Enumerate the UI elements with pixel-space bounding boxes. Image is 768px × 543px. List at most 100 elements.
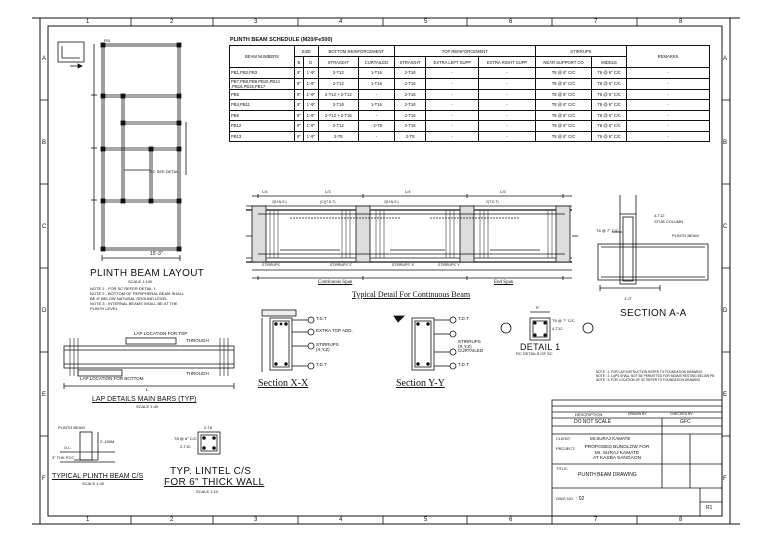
col-remarks: REMARKS [626,45,710,68]
grid-col-1: 1 [86,19,90,25]
grid-col-8: 8 [679,19,683,25]
layout-note-1: NOTE 1 - FOR SC REFER DETAIL 1 [90,286,156,291]
table-cell-straight: 2-T12 + 2-T16 [317,109,360,121]
beam-label-stirrups-y: STIRRUPS 'Y' [438,263,461,267]
table-cell-curtailed: - 2-T8 [358,120,395,132]
lap-details [63,337,235,389]
lap-title: LAP DETAILS MAIN BARS (TYP) [92,396,197,403]
sec-xx-label-4: T.D.T [316,362,327,367]
table-cell-middle: T8 @ 6" C/C [591,120,627,132]
table-cell-straight: 2-T12 [317,77,360,90]
table-cell-d: 1'-9" [302,77,319,90]
layout-scale: SCALE 1:100 [128,279,153,284]
tb-client: Mr.SURAJ KAMATE [590,436,631,441]
col-curtailed: CURTAILED [358,56,395,68]
tb-project: PROPOSED BUNGLOW FOR Mr. SURAJ KAMATE AT… [584,445,650,462]
layout-sc-label: SC SEE DETAIL [150,169,180,174]
sec-xx-label-1: T.D.T [316,316,327,321]
tb-rev-drawn: DRAWN BY [628,412,647,416]
table-cell-right: - [478,130,536,142]
detail1-sub: RC DETAILS OF SC [516,351,553,356]
col-extra-right: EXTRA RIGHT SUPP [478,56,536,68]
sec-aa-title: SECTION A-A [620,308,687,319]
sec-aa-t8: T8 @ 7" C/C [596,228,619,233]
lintel-t8: 2-T8 [204,425,213,430]
continuous-beam-detail [246,194,578,280]
sec-yy-label-1: T.D.T [458,316,469,321]
grid-col-4-bottom: 4 [339,517,343,523]
table-cell-middle: T8 @ 6" C/C [591,130,627,142]
group-top: TOP REINFORCEMENT [393,45,536,57]
beam-label-stirrups-x: STIRRUPS 'X' [392,263,415,267]
grid-row-f-right: F [723,476,727,482]
continuous-span-label: Continuous Span [318,280,353,285]
grid-row-e: E [42,392,47,398]
right-note-2: NOTE : 2. LAPS SHALL NOT BE PERMITTED FO… [596,374,715,378]
grid-row-c: C [42,224,47,230]
grid-row-d: D [42,308,47,314]
table-cell-beam: PB6 [229,109,295,121]
table-cell-curtailed: - [358,130,395,142]
table-cell-straight: 2-T12 + 2-T12 [317,88,360,100]
table-cell-remarks: - [626,67,710,79]
col-d: D [302,56,319,68]
table-cell-middle: T8 @ 6" C/C [591,109,627,121]
table-cell-remarks: - [626,77,710,90]
pcs-dim: 2'-150M [100,439,115,444]
beam-label-l3-1: L/3 [325,189,331,194]
sec-aa-beam: PLINTH BEAM [672,233,699,238]
plinth-beam-schedule-table: BEAM NUMBERS SIZE BOTTOM REINFORCEMENT T… [229,45,710,142]
grid-col-6-bottom: 6 [509,517,513,523]
table-cell-right: - [478,109,536,121]
plinth-beam-layout [91,42,187,261]
table-cell-left: - [425,130,480,142]
col-extra-left: EXTRA LEFT SUPP [425,56,480,68]
sec-xx-title: Section X-X [258,378,309,389]
lap-scale: SCALE 1:40 [136,404,159,409]
tb-project-line-3: AT KASBA SANGAON [592,456,642,461]
table-cell-left: - [425,120,480,132]
table-cell-d: 1'-9" [302,109,319,121]
detail1-t12: 4-T12 [552,326,563,331]
sec-aa-stub: STUB COLUMN [654,219,684,224]
grid-col-8-bottom: 8 [679,517,683,523]
table-cell-curtailed: - [358,109,395,121]
table-cell-d: 1'-9" [302,130,319,142]
beam-label-stirrups-z: STIRRUPS 'Z' [330,263,353,267]
table-cell-near: T8 @ 6" C/C [534,77,593,90]
grid-row-f: F [42,476,46,482]
lintel-scale: SCALE 1:10 [196,489,219,494]
table-cell-curtailed: 1-T16 [358,99,395,111]
table-cell-top-straight: 2-T8 [393,130,427,142]
table-cell-right: - [478,77,536,90]
table-cell-straight: 2-T16 [317,99,360,111]
tb-title: PLINTH BEAM DRAWING [578,472,637,478]
lap-bottom-label: LAP LOCATION FOR BOTTOM [80,376,144,381]
sec-aa-t12: 4-T12 [654,213,665,218]
table-cell-straight: 2-T12 [317,67,360,79]
tb-project-line-2: Mr. SURAJ KAMATE [594,450,640,456]
grid-row-e-right: E [723,392,728,398]
table-cell-middle: T8 @ 6" C/C [591,88,627,100]
table-cell-straight: 2-T8 [317,130,360,142]
beam-label-stirrups-1: STIRRUPS [262,263,280,267]
col-beam-numbers: BEAM NUMBERS [229,45,295,68]
table-cell-middle: T8 @ 6" C/C [591,67,627,79]
tb-title-label: TITLE: [556,466,569,471]
right-note-1: NOTE : 1. FOR LAP INSTRUCTION REFER TO F… [596,370,703,374]
col-middle: MIDDLE [591,56,627,68]
grid-col-6: 6 [509,19,513,25]
table-cell-left: - [425,109,480,121]
table-cell-b: 9" [294,88,304,100]
col-top-straight: STRAIGHT [393,56,427,68]
grid-row-a: A [42,56,47,62]
table-cell-right: - [478,88,536,100]
table-cell-remarks: - [626,99,710,111]
table-cell-beam: PB1,PB2,PB3 [229,67,295,79]
layout-beam-label: PB1 [104,39,111,43]
beam-label-l4-2: L/4 [405,189,411,194]
